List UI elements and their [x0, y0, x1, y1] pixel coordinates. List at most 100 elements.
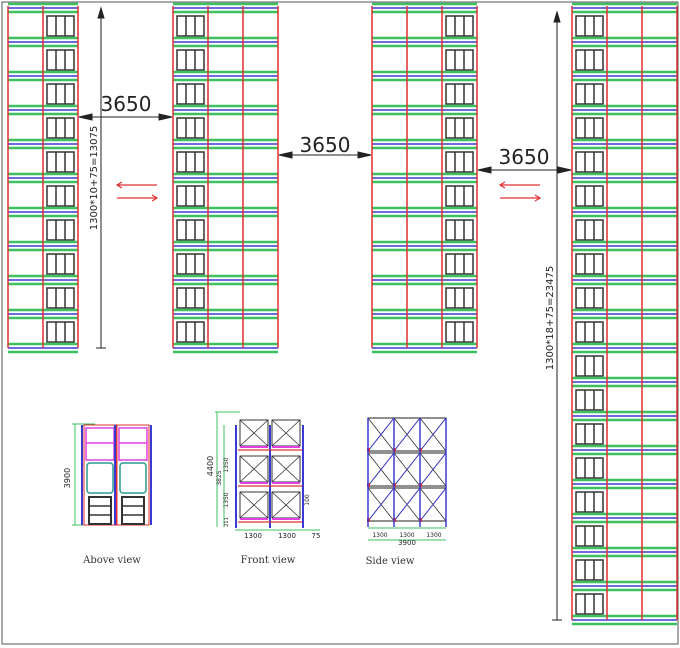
front-dim-1300-b: 1300 — [278, 532, 296, 540]
pallet — [445, 321, 474, 343]
pallet — [445, 253, 474, 275]
pallet — [575, 321, 604, 343]
flow-arrows-left — [115, 181, 159, 202]
box-cross — [239, 455, 269, 483]
front-dim-4400: 4400 — [206, 456, 215, 476]
brace — [367, 417, 395, 452]
height-tall-dimension: 1300*18+75=23475 — [545, 266, 556, 370]
pallet — [575, 355, 604, 377]
magenta-frame — [118, 427, 148, 461]
above-view-label: Above view — [82, 555, 141, 566]
box-cross — [271, 491, 301, 519]
rack-block — [371, 2, 478, 354]
pallet — [176, 321, 205, 343]
pallet — [575, 49, 604, 71]
side-dim-1300-a: 1300 — [372, 532, 387, 539]
rack-block — [571, 2, 678, 626]
pallet — [46, 49, 75, 71]
pallet — [445, 49, 474, 71]
height-short-dimension: 1300*10+75=13075 — [89, 126, 100, 230]
dimension-aisle-2 — [278, 151, 372, 159]
pallet — [575, 423, 604, 445]
pallet — [575, 151, 604, 173]
brace — [393, 452, 421, 487]
side-dim-3900: 3900 — [398, 539, 416, 547]
teal-frame — [119, 462, 147, 494]
pallet — [575, 83, 604, 105]
pallet — [445, 117, 474, 139]
front-dim-1350-upper: 1350 — [223, 457, 230, 472]
pallet — [575, 287, 604, 309]
rack-rows — [7, 2, 678, 626]
dark-frame — [88, 496, 112, 525]
box-cross — [271, 455, 301, 483]
dimension-aisle-3 — [477, 166, 572, 174]
side-dim-1300-b: 1300 — [399, 532, 414, 539]
box-cross — [239, 419, 269, 447]
dimension-aisle-1 — [78, 113, 173, 121]
pallet — [46, 287, 75, 309]
brace — [419, 417, 447, 452]
pallet — [46, 117, 75, 139]
pallet — [46, 15, 75, 37]
pallet — [46, 253, 75, 275]
pallet — [575, 15, 604, 37]
pallet — [46, 151, 75, 173]
pallet — [176, 219, 205, 241]
pallet — [176, 253, 205, 275]
pallet — [575, 185, 604, 207]
aisle-1-dimension: 3650 — [101, 92, 152, 116]
pallet — [575, 457, 604, 479]
pallet — [176, 287, 205, 309]
pallet — [46, 321, 75, 343]
front-view-label: Front view — [241, 555, 296, 566]
dimension-height-short — [96, 6, 106, 349]
pallet — [46, 185, 75, 207]
pallet — [445, 287, 474, 309]
pallet — [575, 559, 604, 581]
pallet — [575, 389, 604, 411]
brace — [367, 452, 395, 487]
front-dim-75: 75 — [312, 532, 321, 540]
pallet — [176, 185, 205, 207]
pallet — [445, 219, 474, 241]
brace — [367, 487, 395, 522]
pallet — [176, 49, 205, 71]
front-view-drawing — [215, 411, 320, 531]
front-dim-211: 211 — [224, 517, 230, 527]
pallet — [445, 151, 474, 173]
pallet — [575, 525, 604, 547]
pallet — [445, 83, 474, 105]
front-dim-3825: 3825 — [216, 470, 223, 485]
pallet — [46, 83, 75, 105]
pallet — [575, 593, 604, 615]
box-cross — [239, 491, 269, 519]
teal-frame — [86, 462, 114, 494]
rack-block — [172, 2, 279, 354]
brace — [393, 417, 421, 452]
front-dim-1300-a: 1300 — [244, 532, 262, 540]
pallet — [176, 151, 205, 173]
box-cross — [271, 419, 301, 447]
side-dim-1300-c: 1300 — [426, 532, 441, 539]
front-dim-100: 100 — [304, 494, 311, 506]
above-view-drawing — [72, 423, 152, 526]
aisle-3-dimension: 3650 — [499, 145, 550, 169]
flow-arrows-right — [498, 181, 542, 202]
pallet — [176, 83, 205, 105]
magenta-frame — [85, 427, 115, 461]
side-view-drawing — [367, 417, 447, 541]
pallet — [445, 15, 474, 37]
side-view-label: Side view — [366, 556, 415, 567]
above-view-dimension: 3900 — [63, 468, 72, 488]
dimension-height-tall — [552, 10, 562, 621]
dark-frame — [121, 496, 145, 525]
pallet — [176, 15, 205, 37]
pallet — [575, 253, 604, 275]
pallet — [575, 491, 604, 513]
front-dim-1350-lower: 1350 — [223, 492, 230, 507]
rack-block — [7, 2, 79, 354]
